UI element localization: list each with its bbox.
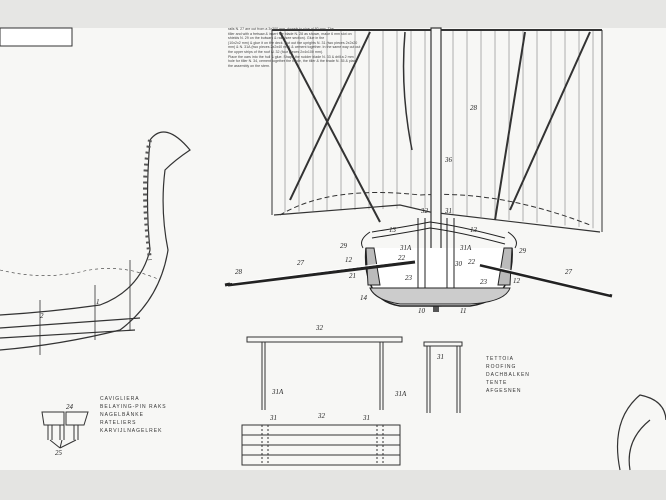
legend-line: RATELIERS bbox=[100, 420, 137, 426]
part-label: 13 bbox=[470, 226, 478, 234]
part-label: 11 bbox=[460, 307, 466, 315]
pin-label-24: 24 bbox=[66, 403, 74, 411]
part-label: 27 bbox=[297, 259, 305, 267]
part-label: 31A bbox=[459, 244, 472, 252]
legend-line: ROOFING bbox=[486, 364, 517, 370]
legend-line: KARVIJLNAGELREK bbox=[100, 428, 163, 434]
part-label: 32 bbox=[420, 207, 429, 215]
instruction-line: hole for tiller N. 34, cement together t… bbox=[228, 59, 358, 64]
legend-line: TETTOIA bbox=[486, 356, 515, 362]
instruction-line: shields N. 29 on the bulwark & rail. (se… bbox=[228, 36, 325, 41]
part-label: 12 bbox=[345, 256, 353, 264]
instruction-line: (10x2x2 mm) & glue it on the deck. Cut o… bbox=[228, 40, 358, 45]
roof-part-label: 31 bbox=[362, 414, 370, 422]
part-label: 22 bbox=[398, 254, 406, 262]
hull-label-1: 1 bbox=[96, 298, 100, 306]
part-label: 31A bbox=[399, 244, 412, 252]
legend-line: AFGESNEN bbox=[486, 388, 522, 394]
roof-part-label: 31A bbox=[394, 390, 407, 398]
instruction-line: the upper strips of the roof N. 32 (four… bbox=[228, 49, 324, 54]
part-label: 28 bbox=[470, 104, 478, 112]
paper-sheet bbox=[0, 28, 666, 470]
part-label: 13 bbox=[389, 226, 397, 234]
pin-label-25: 25 bbox=[55, 449, 63, 457]
instruction-line: tiller and with a fretsaw & insert the b… bbox=[228, 31, 352, 36]
legend-line: DACHBALKEN bbox=[486, 372, 530, 378]
part-label: 23 bbox=[405, 274, 413, 282]
viking-hull bbox=[0, 131, 666, 471]
belaying-pin-rack bbox=[41, 411, 89, 449]
roof-part-label: 32 bbox=[315, 324, 324, 332]
part-label: 21 bbox=[349, 272, 356, 280]
assembly-instructions: rails N. 27 are cut from a 3x300 mm. dow… bbox=[228, 27, 388, 68]
part-label: 30 bbox=[454, 260, 463, 268]
part-label: 22 bbox=[468, 258, 476, 266]
roof-part-label: 32 bbox=[317, 412, 326, 420]
part-label: 27 bbox=[565, 268, 573, 276]
belaying-legend: CAVIGLIERA BELAYING-PIN RAKS NAGELBÄNKE RAT… bbox=[100, 395, 167, 435]
roof-legend: TETTOIA ROOFING DACHBALKEN TENTE AFGESNEN bbox=[486, 355, 530, 395]
part-label: 23 bbox=[480, 278, 488, 286]
part-label: 29 bbox=[519, 247, 527, 255]
title-box bbox=[0, 27, 73, 47]
part-label: 12 bbox=[513, 277, 521, 285]
legend-line: NAGELBÄNKE bbox=[100, 412, 144, 418]
roof-part-label: 31 bbox=[436, 353, 444, 361]
legend-line: TENTE bbox=[486, 380, 508, 386]
instruction-line: Place the oars into the hull & glue. Sha… bbox=[228, 54, 354, 59]
roof-drawing bbox=[241, 336, 463, 466]
part-label: 10 bbox=[418, 307, 426, 315]
legend-line: BELAYING-PIN RAKS bbox=[100, 404, 167, 410]
part-label: 29 bbox=[340, 242, 348, 250]
legend-line: CAVIGLIERA bbox=[100, 396, 140, 402]
part-label: 31 bbox=[444, 207, 452, 215]
part-label: 36 bbox=[444, 156, 453, 164]
roof-part-label: 31A bbox=[271, 388, 284, 396]
part-label: 14 bbox=[360, 294, 368, 302]
instruction-line: rails N. 27 are cut from a 3x300 mm. dow… bbox=[228, 27, 334, 31]
roof-part-label: 31 bbox=[269, 414, 277, 422]
hull-label-2: 2 bbox=[40, 312, 44, 320]
instruction-line: mm) & N. 31A (two pieces 2x2x40 mm) & ce… bbox=[228, 45, 361, 50]
hull-section bbox=[224, 218, 613, 307]
instruction-line: the assembly on the stern. bbox=[228, 63, 271, 68]
part-label: 28 bbox=[235, 268, 243, 276]
